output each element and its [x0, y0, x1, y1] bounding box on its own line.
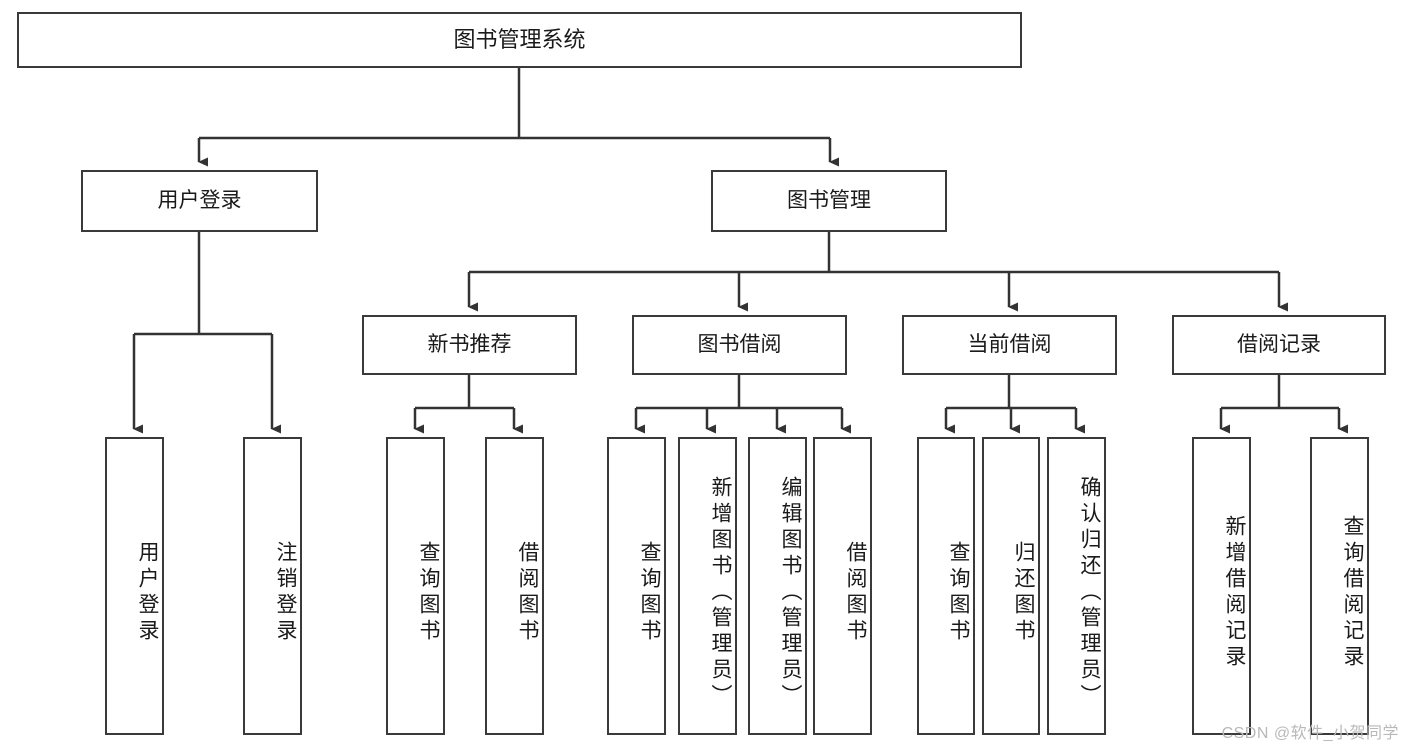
node-leaf-add-book[interactable]: 新增图书（管理员）: [678, 437, 737, 735]
node-leaf-borrow-book-1[interactable]: 借阅图书: [485, 437, 544, 735]
node-leaf-borrow-book-2[interactable]: 借阅图书: [813, 437, 872, 735]
node-leaf-edit-book[interactable]: 编辑图书（管理员）: [748, 437, 807, 735]
node-leaf-query-record[interactable]: 查询借阅记录: [1310, 437, 1369, 735]
node-borrow-record[interactable]: 借阅记录: [1172, 315, 1386, 375]
node-new-book-rec[interactable]: 新书推荐: [362, 315, 577, 375]
csdn-watermark: CSDN @软件_小贺同学: [1221, 725, 1399, 742]
node-leaf-user-logout[interactable]: 注销登录: [243, 437, 302, 735]
node-leaf-query-book-2[interactable]: 查询图书: [607, 437, 666, 735]
node-leaf-confirm-return[interactable]: 确认归还（管理员）: [1047, 437, 1106, 735]
node-leaf-add-record[interactable]: 新增借阅记录: [1192, 437, 1251, 735]
node-current-borrow[interactable]: 当前借阅: [902, 315, 1117, 375]
node-root[interactable]: 图书管理系统: [17, 12, 1022, 68]
node-leaf-return-book[interactable]: 归还图书: [982, 437, 1040, 735]
node-leaf-user-login[interactable]: 用户登录: [105, 437, 164, 735]
node-book-manage[interactable]: 图书管理: [711, 170, 947, 232]
node-user-login[interactable]: 用户登录: [81, 170, 318, 232]
node-book-borrow[interactable]: 图书借阅: [632, 315, 847, 375]
node-leaf-query-book-3[interactable]: 查询图书: [917, 437, 975, 735]
node-leaf-query-book-1[interactable]: 查询图书: [386, 437, 445, 735]
